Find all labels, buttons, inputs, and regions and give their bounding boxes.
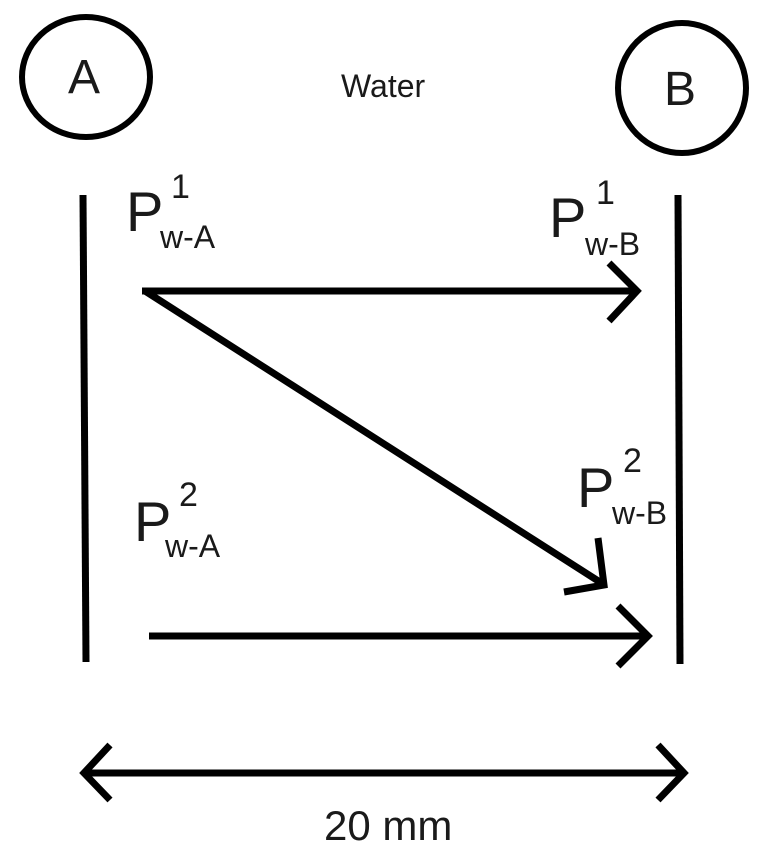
- boundary-line-a: [79, 194, 90, 663]
- pwb1-superscript: 1: [596, 174, 615, 212]
- pwa2-subscript: w-A: [165, 528, 221, 564]
- pwa1-subscript: w-A: [160, 219, 216, 255]
- arrow-pwa1-to-pwb2: [143, 288, 608, 596]
- pwa2-symbol: P: [134, 490, 172, 553]
- pwb2-superscript: 2: [623, 442, 642, 480]
- node-a-label: A: [68, 51, 101, 104]
- arrow-pwa2-to-pwb2: [149, 603, 653, 669]
- boundary-line-b: [674, 194, 684, 665]
- node-b-label: B: [664, 63, 697, 116]
- pwb1-symbol: P: [549, 186, 587, 249]
- arrow-pwa1-to-pwb1: [142, 260, 642, 324]
- pwb1-subscript: w-B: [585, 226, 641, 262]
- node-b-circle: [615, 20, 749, 156]
- pwa1-superscript: 1: [171, 168, 190, 206]
- medium-label: Water: [341, 68, 426, 104]
- distance-label: 20 mm: [324, 802, 453, 849]
- pwb2-symbol: P: [577, 456, 615, 519]
- distance-dimension-arrow: [79, 742, 689, 803]
- pwa2-superscript: 2: [179, 476, 198, 514]
- node-a-circle: [19, 14, 153, 140]
- pwb2-subscript: w-B: [612, 495, 668, 531]
- pwa1-symbol: P: [126, 180, 164, 243]
